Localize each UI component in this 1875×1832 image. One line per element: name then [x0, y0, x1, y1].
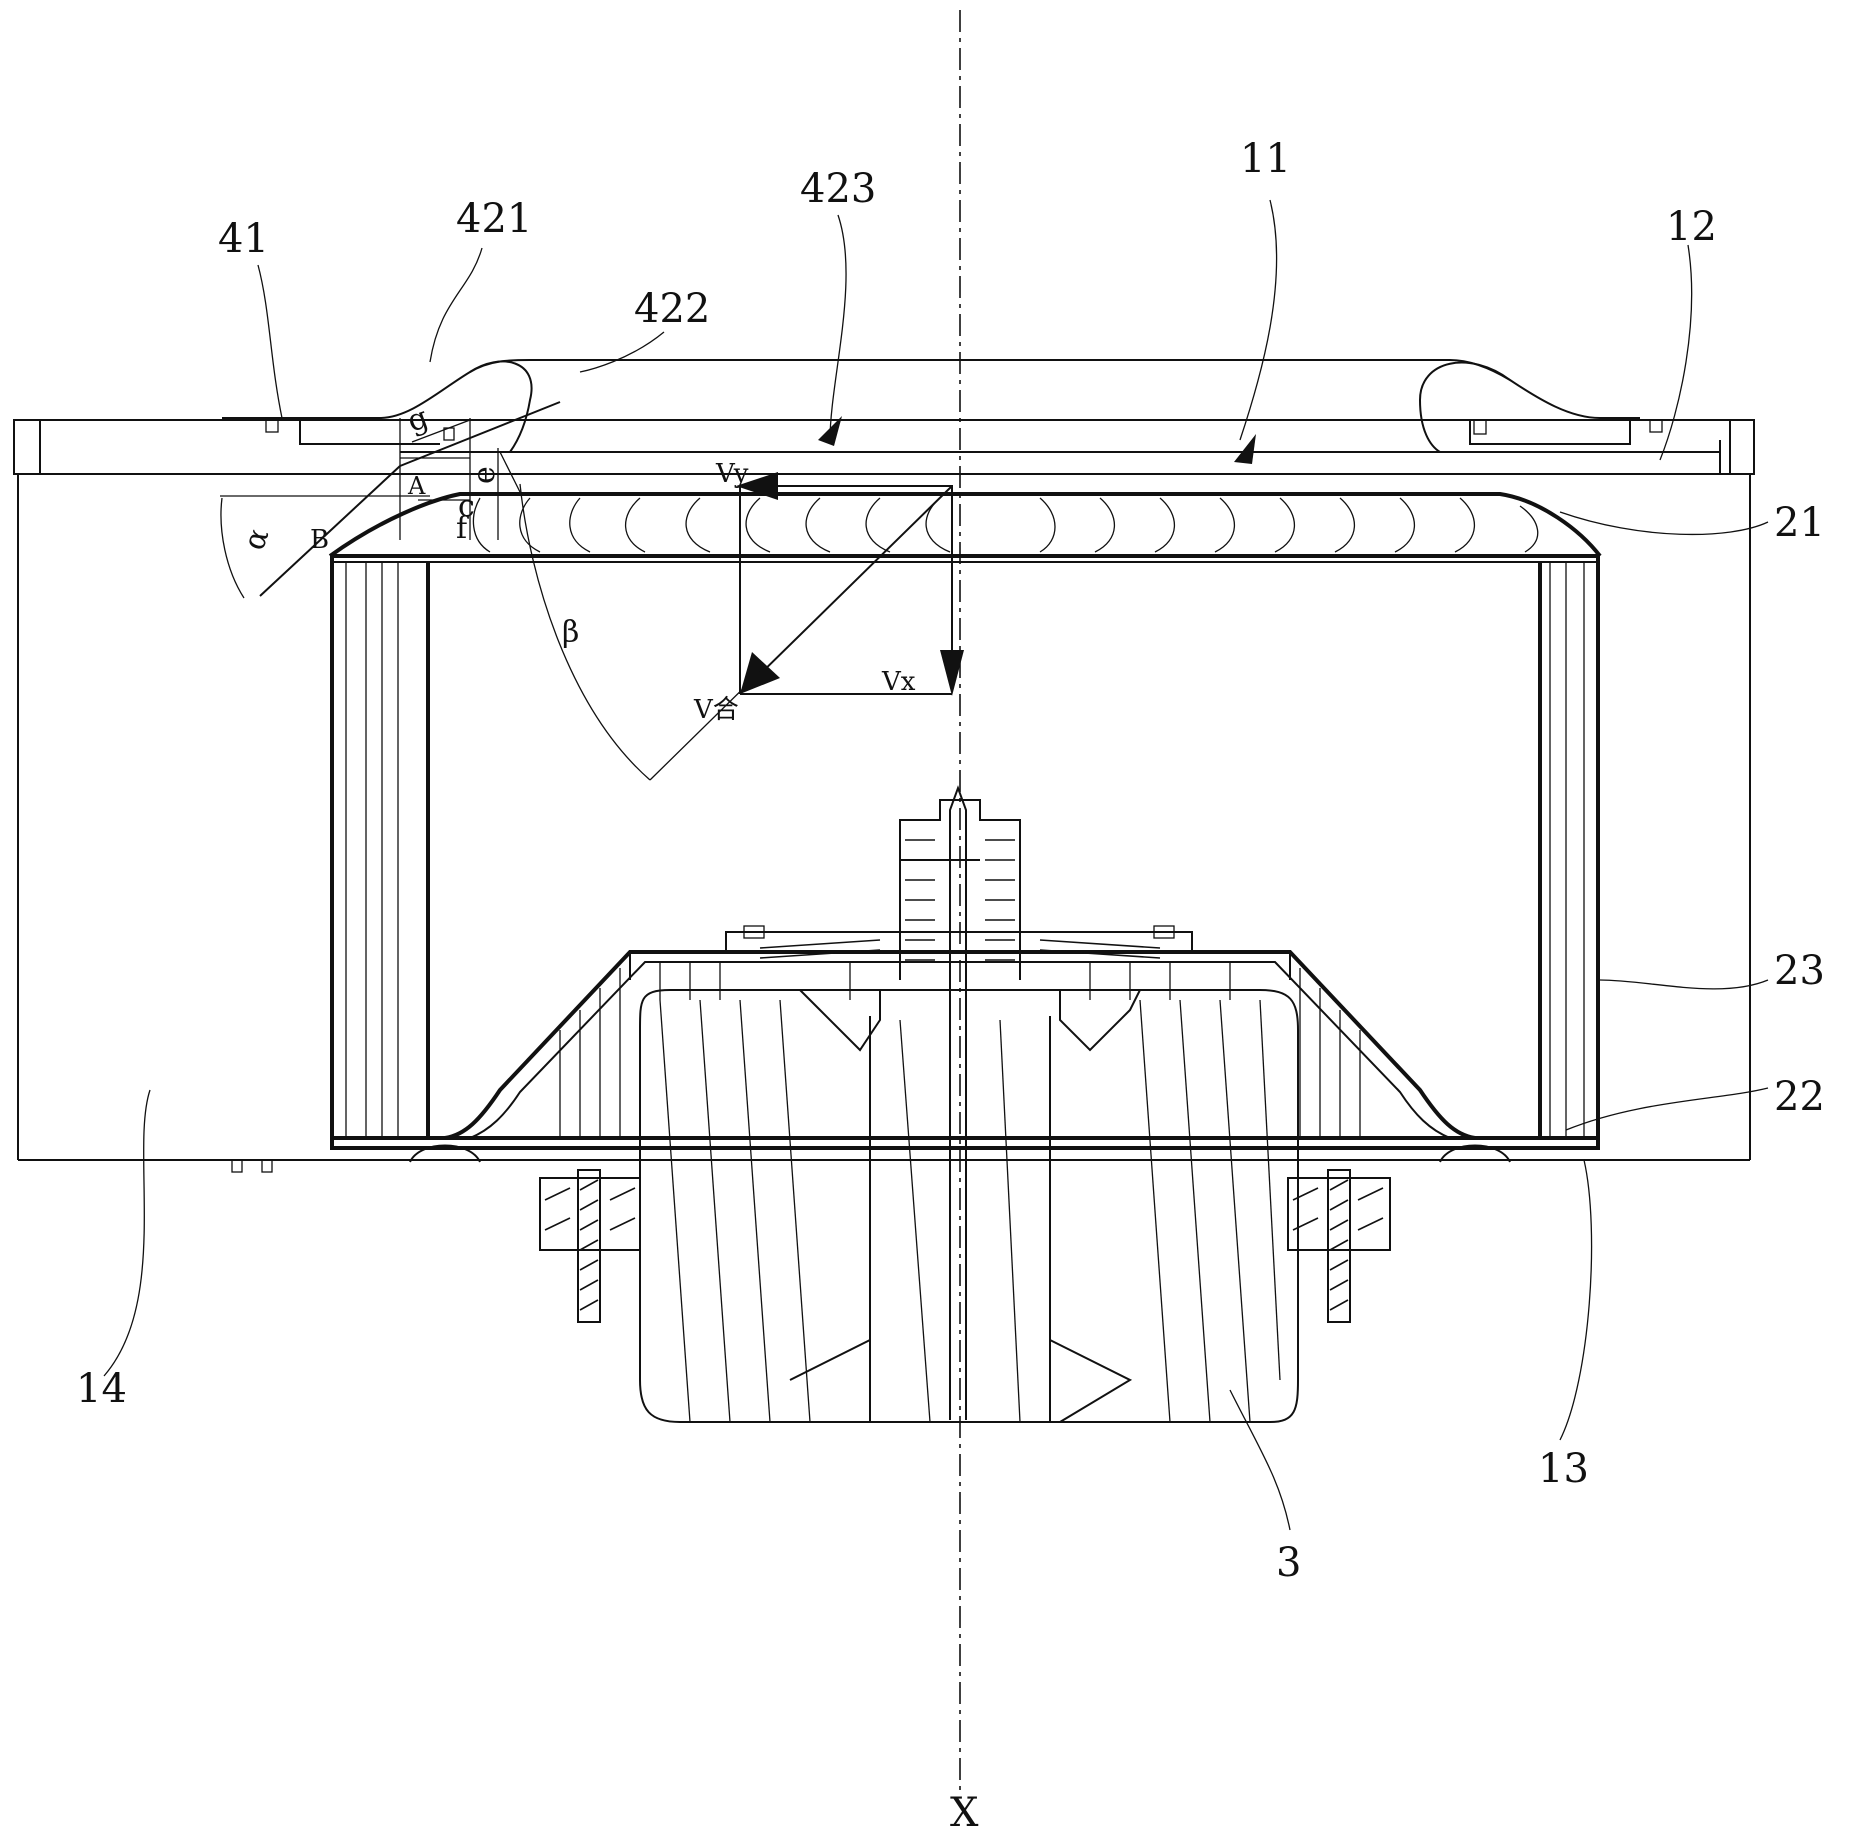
v-resultant-arrowhead	[740, 652, 780, 694]
label-21: 21	[1774, 500, 1825, 546]
leader-lines	[103, 199, 1769, 1531]
housing	[13, 419, 1755, 1173]
label-12: 12	[1666, 204, 1717, 250]
impeller-hub	[444, 950, 1476, 1140]
inlet-plate	[400, 440, 1721, 475]
motor	[639, 989, 1299, 1423]
impeller-top-shroud	[328, 492, 1602, 563]
motor-shaft	[949, 785, 967, 1420]
label-22: 22	[1774, 1074, 1825, 1120]
vx-arrowhead	[940, 650, 964, 696]
vy-arrowhead	[736, 472, 778, 500]
label-3: 3	[1276, 1540, 1301, 1586]
inlet-ring	[222, 359, 1663, 453]
label-421: 421	[456, 196, 532, 242]
vector-vx-label: Vx	[881, 667, 916, 697]
dimension-marks	[220, 401, 761, 781]
hub-ribs	[559, 962, 1361, 1136]
angle-alpha-label: α	[237, 524, 277, 555]
label-422: 422	[634, 286, 710, 332]
label-11: 11	[1240, 136, 1291, 182]
right-mounting-bolt	[1287, 1169, 1391, 1323]
angle-beta-label: β	[562, 615, 579, 650]
dim-c-label: c	[458, 489, 475, 524]
impeller-side-walls	[330, 556, 1600, 1148]
label-423: 423	[800, 166, 876, 212]
arrow-11	[1234, 434, 1256, 464]
dim-f-label: f	[456, 511, 469, 546]
dim-e-label: e	[467, 466, 502, 484]
arrow-423	[818, 416, 842, 446]
vector-v-resultant-label: V合	[693, 695, 739, 725]
label-23: 23	[1774, 948, 1825, 994]
point-b-label: B	[310, 525, 329, 555]
velocity-diagram	[736, 472, 964, 696]
label-41: 41	[218, 216, 269, 262]
point-a-label: A	[407, 472, 426, 500]
label-13: 13	[1538, 1446, 1589, 1492]
axis-label-x: X	[950, 1790, 979, 1832]
label-14: 14	[76, 1366, 127, 1412]
left-mounting-bolt	[539, 1169, 641, 1323]
indicator-arrows	[818, 416, 1256, 464]
vector-vy-label: Vy	[715, 459, 749, 489]
blade-curves	[472, 497, 1539, 553]
boss-hatching	[759, 839, 1161, 961]
